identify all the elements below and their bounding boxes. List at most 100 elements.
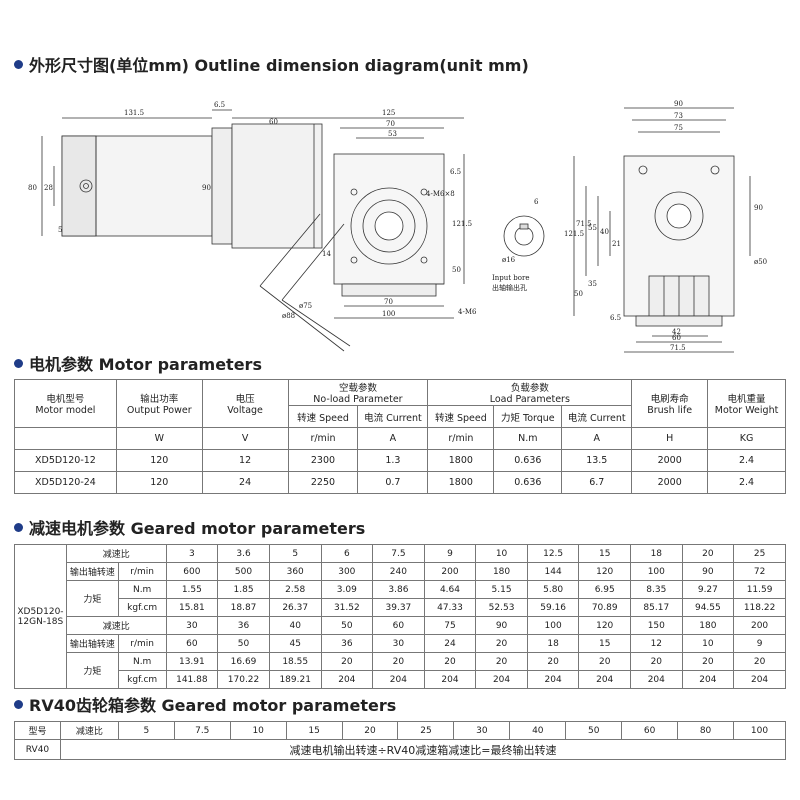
- cell: 3.86: [372, 580, 425, 599]
- cell: 8.35: [630, 580, 683, 599]
- dim-100: 100: [382, 310, 395, 318]
- cell: 2300: [287, 449, 359, 472]
- cell: 0.636: [493, 471, 563, 494]
- cell: 11.59: [733, 580, 786, 599]
- cell: 24: [201, 471, 289, 494]
- dim-55: 55: [588, 224, 597, 232]
- table-row: XD5D120-12 120 12 2300 1.3 1800 0.636 13…: [14, 449, 786, 472]
- cell: 18: [526, 634, 580, 653]
- cell: 15.81: [165, 598, 219, 617]
- cell: 72: [733, 562, 786, 581]
- cell: 20: [320, 652, 374, 671]
- cell: 2.58: [268, 580, 322, 599]
- cell: 15: [578, 634, 631, 653]
- cell: 5.80: [526, 580, 580, 599]
- cell: 2000: [631, 471, 709, 494]
- cell: 39.37: [372, 598, 425, 617]
- header-l-speed: 转速 Speed: [427, 405, 495, 428]
- dim-121-5-right: 121.5: [564, 230, 584, 238]
- cell: 50: [217, 634, 270, 653]
- dim-6: 6: [534, 198, 539, 206]
- header-voltage: 电压 Voltage: [201, 379, 289, 428]
- cell: 60: [372, 616, 425, 635]
- dim-6-5b: 6.5: [450, 168, 461, 176]
- cell: 6.7: [561, 471, 633, 494]
- cell: 75: [423, 616, 477, 635]
- dim-71-5b: 71.5: [670, 344, 686, 352]
- bullet-icon: [14, 700, 23, 709]
- bullet-icon: [14, 359, 23, 368]
- ratio-label: 减速比: [59, 721, 119, 740]
- cell: 59.16: [526, 598, 580, 617]
- unit-cell: A: [357, 427, 429, 450]
- cell: 20: [372, 652, 425, 671]
- dim-75: ø75: [299, 302, 312, 310]
- dim-125: 125: [382, 109, 395, 117]
- unit-cell: H: [631, 427, 709, 450]
- cell: 12: [630, 634, 683, 653]
- bore-label-en: Input bore: [492, 274, 530, 282]
- dim-50b: 50: [574, 290, 583, 298]
- cell: 120: [578, 616, 631, 635]
- cell: 16.69: [217, 652, 270, 671]
- cell: 94.55: [681, 598, 735, 617]
- cell: 36: [217, 616, 270, 635]
- cell: 31.52: [320, 598, 374, 617]
- unit-cell: A: [561, 427, 633, 450]
- cell: 3.6: [217, 544, 270, 563]
- cell: 0.7: [357, 471, 429, 494]
- dim-121-5: 121.5: [452, 220, 472, 228]
- cell: 15: [285, 721, 343, 740]
- cell: 30: [372, 634, 425, 653]
- cell: 20: [423, 652, 477, 671]
- cell: 204: [372, 670, 425, 689]
- header-noload: 空载参数 No-load Parameter: [287, 379, 429, 406]
- model-cell: XD5D120- 12GN-18S: [14, 544, 67, 689]
- cell: 200: [733, 616, 786, 635]
- cell: 189.21: [268, 670, 322, 689]
- motor-section-title: 电机参数 Motor parameters: [14, 351, 262, 375]
- cell: 204: [320, 670, 374, 689]
- cell: 40: [268, 616, 322, 635]
- header-nl-current: 电流 Current: [357, 405, 429, 428]
- motor-title-text: 电机参数 Motor parameters: [29, 355, 262, 374]
- cell: 9: [423, 544, 477, 563]
- cell: 20: [526, 652, 580, 671]
- header-load: 负载参数 Load Parameters: [427, 379, 633, 406]
- cell: 36: [320, 634, 374, 653]
- dim-70b: 70: [384, 298, 393, 306]
- rv-section-title: RV40齿轮箱参数 Geared motor parameters: [14, 692, 396, 716]
- table-row: XD5D120-24 120 24 2250 0.7 1800 0.636 6.…: [14, 471, 786, 494]
- bullet-icon: [14, 523, 23, 532]
- cell: 200: [423, 562, 477, 581]
- cell: 30: [453, 721, 511, 740]
- cell: 2.4: [707, 449, 786, 472]
- cell: 9: [733, 634, 786, 653]
- cell: 47.33: [423, 598, 477, 617]
- cell: 1.85: [217, 580, 270, 599]
- dim-4-m6: 4-M6: [458, 308, 477, 316]
- dim-50: 50: [452, 266, 461, 274]
- cell: 4.64: [423, 580, 477, 599]
- geared-section-title: 减速电机参数 Geared motor parameters: [14, 515, 365, 539]
- cell: 25: [733, 544, 786, 563]
- dim-4-m6x8: 4-M6×8: [426, 190, 455, 198]
- cell: 1800: [427, 449, 495, 472]
- formula-cell: 减速电机输出转速÷RV40减速箱减速比=最终输出转速: [59, 739, 787, 760]
- outline-title-text: 外形尺寸图(单位mm) Outline dimension diagram(un…: [29, 56, 529, 75]
- cell: 26.37: [268, 598, 322, 617]
- dim-6-5-right: 6.5: [610, 314, 621, 322]
- cell: 150: [630, 616, 683, 635]
- cell: 500: [217, 562, 270, 581]
- cell: 50: [565, 721, 623, 740]
- cell: XD5D120-12: [14, 449, 117, 472]
- cell: 20: [733, 652, 786, 671]
- header-model: 电机型号 Motor model: [14, 379, 117, 428]
- dim-60: 60: [269, 118, 278, 126]
- dim-88: ø88: [282, 312, 295, 320]
